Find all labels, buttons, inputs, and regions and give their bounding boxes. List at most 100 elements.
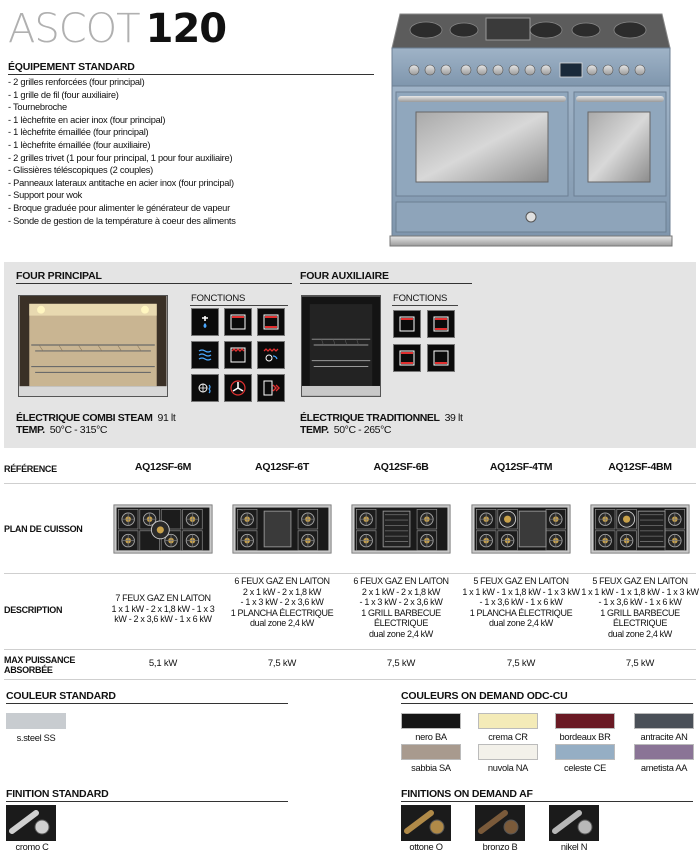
- description-line: - 1 x 3 kW - 2 x 3,6 kW: [359, 597, 443, 608]
- main-oven-spec: ÉLECTRIQUE COMBI STEAM 91 lt TEMP. 50°C …: [16, 412, 176, 436]
- equipment-heading: ÉQUIPEMENT STANDARD: [8, 61, 135, 73]
- color-swatch-label: crema CR: [488, 732, 528, 742]
- finish-swatch: [549, 805, 599, 841]
- color-swatch-label: nero BA: [415, 732, 447, 742]
- description-line: 6 FEUX GAZ EN LAITON: [234, 576, 330, 586]
- color-swatch: [634, 744, 694, 760]
- model-reference: AQ12SF-6M: [134, 461, 192, 473]
- row-label-description: DESCRIPTION: [4, 605, 63, 615]
- defrost-icon: [257, 374, 285, 402]
- color-swatch: [555, 744, 615, 760]
- product-title: ASCOT 120: [8, 6, 227, 52]
- row-label-power-line1: MAX PUISSANCE: [4, 655, 76, 665]
- aux-oven-volume: 39 lt: [444, 412, 463, 424]
- grill-icon: [224, 341, 252, 369]
- finish-label: nikel N: [560, 842, 588, 852]
- model-power: 7,5 kW: [386, 658, 416, 669]
- row-divider: [4, 679, 696, 680]
- main-functions-grid: [191, 308, 285, 402]
- main-oven-type: ÉLECTRIQUE COMBI STEAM: [16, 412, 153, 424]
- aux-oven-heading: FOUR AUXILIAIRE: [300, 270, 389, 282]
- finish-label: ottone O: [409, 842, 443, 852]
- main-functions-label: FONCTIONS: [191, 293, 246, 304]
- description-line: 1 GRILL BARBECUE ÉLECTRIQUE: [600, 607, 680, 629]
- model-power: 7,5 kW: [267, 658, 297, 669]
- swatch-ss: [6, 713, 66, 729]
- equipment-item: - 1 lèchefrite émaillée (four principal): [8, 127, 149, 138]
- description-line: kW - 2 x 3,6 kW - 1 x 6 kW: [114, 614, 212, 625]
- swatch-ss-label: s.steel SS: [16, 733, 56, 743]
- finish-swatch: [475, 805, 525, 841]
- bottom-heat-icon: [427, 310, 455, 338]
- bottom-only-heat-icon: [427, 344, 455, 372]
- row-divider: [4, 483, 696, 484]
- main-oven-volume: 91 lt: [157, 412, 176, 424]
- cooktop-image: [113, 504, 213, 554]
- aux-oven-temp-range: 50°C - 265°C: [333, 424, 392, 436]
- description-line: 6 FEUX GAZ EN LAITON: [353, 576, 449, 586]
- equipment-item: - Glissières téléscopiques (2 couples): [8, 165, 153, 176]
- color-swatch-label: antracite AN: [640, 732, 688, 742]
- aux-functions-label: FONCTIONS: [393, 293, 448, 304]
- color-swatch: [478, 744, 538, 760]
- description-line: 1 x 1 kW - 1 x 1,8 kW - 1 x 3 kW: [581, 586, 699, 597]
- finish-label: bronzo B: [482, 842, 518, 852]
- equipment-list: - 2 grilles renforcées (four principal)-…: [8, 76, 378, 227]
- fan-steam-icon: [191, 374, 219, 402]
- main-functions-rule: [190, 305, 288, 306]
- description-line: - 1 x 3,6 kW - 1 x 6 kW: [479, 597, 563, 608]
- equipment-item: - 2 grilles trivet (1 pour four principa…: [8, 152, 233, 163]
- finish-swatch: [401, 805, 451, 841]
- equipment-item: - Support pour wok: [8, 190, 83, 201]
- color-swatch: [555, 713, 615, 729]
- description-line: 1 PLANCHA ÉLECTRIQUE: [230, 607, 334, 618]
- row-label-cooktop: PLAN DE CUISSON: [4, 524, 83, 534]
- standard-finish-heading: FINITION STANDARD: [6, 788, 109, 800]
- ondemand-finish-rule: [401, 801, 693, 802]
- main-oven-rule: [16, 283, 292, 284]
- description-line: dual zone 2,4 kW: [489, 618, 553, 629]
- model-reference: AQ12SF-6B: [373, 461, 429, 473]
- fan-icon: [224, 374, 252, 402]
- color-swatch: [478, 713, 538, 729]
- equipment-item: - Tournebroche: [8, 102, 67, 113]
- steam-icon: [191, 308, 219, 336]
- description-line: dual zone 2,4 kW: [369, 628, 433, 639]
- row-label-reference: RÉFÉRENCE: [4, 464, 57, 474]
- description-line: dual zone 2,4 kW: [608, 628, 672, 639]
- standard-finish-rule: [6, 801, 288, 802]
- model-reference: AQ12SF-6T: [255, 461, 309, 473]
- description-line: 2 x 1 kW - 2 x 1,8 kW: [242, 586, 322, 597]
- aux-functions-grid: [393, 310, 455, 372]
- finish-label: cromo C: [15, 842, 49, 852]
- aux-oven-type: ÉLECTRIQUE TRADITIONNEL: [300, 412, 440, 424]
- bottom-heat-icon: [257, 308, 285, 336]
- aux-oven-temp-label: TEMP.: [300, 424, 329, 436]
- model-reference: AQ12SF-4BM: [608, 461, 672, 473]
- equipment-item: - 1 lèchefrite en acier inox (four princ…: [8, 114, 166, 125]
- description-line: 5 FEUX GAZ EN LAITON: [592, 576, 688, 586]
- finish-swatch: [6, 805, 56, 841]
- equipment-item: - Broque graduée pour alimenter le génér…: [8, 202, 230, 213]
- main-oven-temp-label: TEMP.: [16, 424, 45, 436]
- standard-color-heading: COULEUR STANDARD: [6, 690, 116, 702]
- description-line: dual zone 2,4 kW: [250, 618, 314, 629]
- cooktop-image: [590, 504, 690, 554]
- top-bottom-heat-icon: [393, 344, 421, 372]
- model-reference: AQ12SF-4TM: [489, 461, 553, 473]
- description-line: 2 x 1 kW - 2 x 1,8 kW: [361, 586, 441, 597]
- title-model: 120: [145, 6, 227, 52]
- color-swatch: [401, 744, 461, 760]
- color-swatch-label: nuvola NA: [487, 763, 529, 773]
- main-oven-photo: [18, 295, 168, 397]
- cooktop-image: [232, 504, 332, 554]
- standard-color-rule: [6, 703, 288, 704]
- description-line: 1 x 1 kW - 1 x 1,8 kW - 1 x 3 kW: [462, 586, 580, 597]
- top-heat-icon: [224, 308, 252, 336]
- color-swatch-label: sabbia SA: [411, 763, 451, 773]
